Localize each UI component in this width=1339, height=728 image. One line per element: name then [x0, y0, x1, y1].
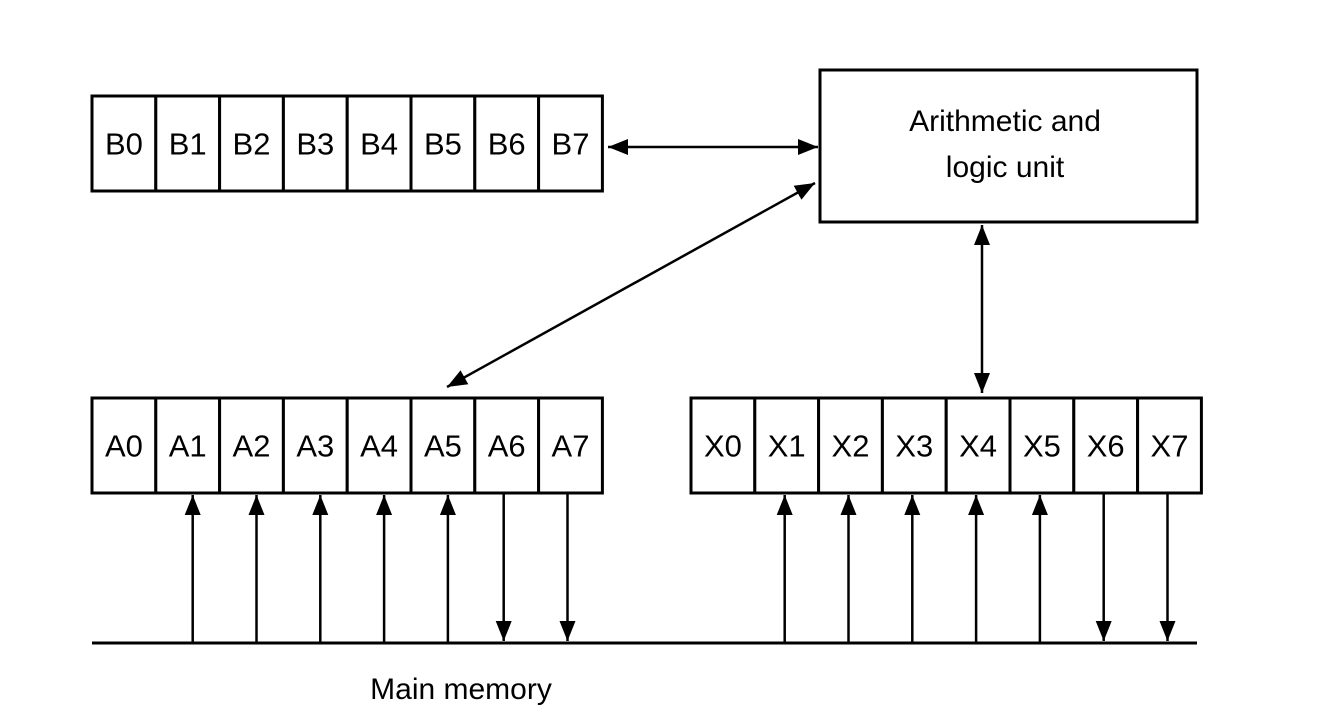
- register-label-a6: A6: [488, 429, 526, 464]
- register-cell-a3: [281, 396, 349, 495]
- register-label-b0: B0: [105, 127, 143, 162]
- register-label-x0: X0: [704, 429, 742, 464]
- register-label-a3: A3: [296, 429, 334, 464]
- register-cell-x6: [1072, 396, 1140, 495]
- register-cell-a1: [154, 396, 222, 495]
- register-label-a4: A4: [360, 429, 398, 464]
- register-cell-a0: [90, 396, 158, 495]
- register-cell-b5: [409, 94, 477, 193]
- main-memory-label: Main memory: [370, 673, 552, 706]
- register-label-x4: X4: [959, 429, 997, 464]
- register-cell-b2: [218, 94, 285, 193]
- register-cell-b7: [537, 94, 604, 193]
- a-register-bank: A0 A1 A2 A3 A4 A5 A6 A7: [90, 396, 604, 495]
- register-label-b3: B3: [296, 127, 334, 162]
- register-cell-a5: [409, 396, 477, 495]
- register-label-a7: A7: [552, 429, 590, 464]
- register-cell-x4: [944, 396, 1012, 495]
- x-register-bank: X0 X1 X2 X3 X4 X5 X6 X7: [689, 396, 1203, 495]
- register-label-b7: B7: [552, 127, 590, 162]
- register-cell-x2: [817, 396, 884, 495]
- register-label-b5: B5: [424, 127, 462, 162]
- alu-label-line1: Arithmetic and: [909, 105, 1101, 138]
- b-register-bank: B0 B1 B2 B3 B4 B5 B6 B7: [90, 94, 604, 193]
- register-label-a1: A1: [169, 429, 207, 464]
- register-label-b1: B1: [169, 127, 207, 162]
- register-label-b4: B4: [360, 127, 398, 162]
- register-cell-x3: [880, 396, 948, 495]
- a-alu-bidirectional-arrow: [446, 181, 816, 389]
- register-cell-x7: [1136, 396, 1203, 495]
- register-label-x2: X2: [832, 429, 870, 464]
- register-cell-x5: [1008, 396, 1076, 495]
- register-cell-b4: [345, 94, 413, 193]
- register-label-a2: A2: [233, 429, 271, 464]
- register-label-x1: X1: [768, 429, 806, 464]
- register-label-a5: A5: [424, 429, 462, 464]
- register-label-x5: X5: [1023, 429, 1061, 464]
- register-cell-x0: [689, 396, 757, 495]
- register-label-x7: X7: [1151, 429, 1189, 464]
- register-cell-a7: [537, 396, 604, 495]
- register-label-b2: B2: [233, 127, 271, 162]
- register-cell-b1: [154, 94, 222, 193]
- register-cell-a4: [345, 396, 413, 495]
- register-label-a0: A0: [105, 429, 143, 464]
- memory-transfer-arrows: [184, 493, 1176, 643]
- alu-box: [818, 68, 1199, 224]
- alu-block: Arithmetic and logic unit: [818, 68, 1199, 224]
- register-label-b6: B6: [488, 127, 526, 162]
- register-cell-b0: [90, 94, 158, 193]
- register-label-x3: X3: [895, 429, 933, 464]
- alu-label-line2: logic unit: [946, 151, 1065, 184]
- register-label-x6: X6: [1087, 429, 1125, 464]
